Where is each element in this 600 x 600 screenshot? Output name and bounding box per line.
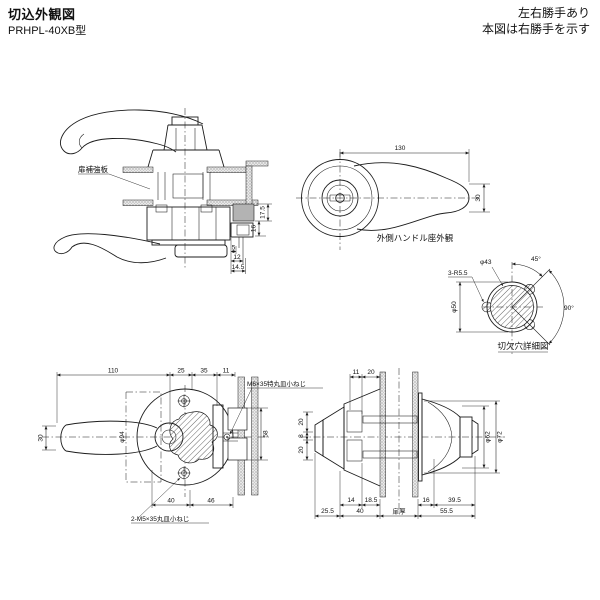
dim-dia72: φ72 xyxy=(497,431,504,443)
dim-dia94: φ94 xyxy=(119,431,126,443)
dim-16-side: 16 xyxy=(422,497,430,504)
dim-17-5: 17.5 xyxy=(260,206,267,219)
handing-notes: 左右勝手あり 本図は右勝手を示す xyxy=(482,6,590,37)
dim-40-side: 40 xyxy=(356,508,364,515)
dim-110: 110 xyxy=(108,368,119,375)
dim-dia43: φ43 xyxy=(480,259,492,266)
dim-20a: 20 xyxy=(298,418,305,426)
outside-handle-label: 外側ハンドル座外観 xyxy=(377,233,454,243)
dim-14-5: 14.5 xyxy=(232,264,245,271)
dim-40: 40 xyxy=(167,498,175,505)
door-reinforcement-plate-label: 扉補強板 xyxy=(78,164,108,174)
dim-12: 12 xyxy=(233,254,241,261)
dim-30-lever: 30 xyxy=(475,194,482,202)
cutout-hole-detail: 45° 90° φ50 φ43 3-R5.5 切欠穴詳細図 xyxy=(448,255,574,355)
dim-39-5: 39.5 xyxy=(448,497,461,504)
dim-46: 46 xyxy=(207,498,215,505)
cutout-detail-label: 切欠穴詳細図 xyxy=(497,341,548,351)
m6-screw-label: M6×35特丸皿小ねじ xyxy=(247,379,306,388)
dim-30-grip: 30 xyxy=(38,434,45,442)
m5-screw-label: 2-M5×35丸皿小ねじ xyxy=(131,514,189,523)
dim-11-side: 11 xyxy=(353,369,360,376)
dim-25: 25 xyxy=(177,368,185,375)
dim-25-5: 25.5 xyxy=(321,508,334,515)
side-section-view: 11 20 20 8 20 φ62 φ72 14 18.5 16 39 xyxy=(298,368,505,519)
dim-14: 14 xyxy=(347,497,355,504)
keyhole-icon xyxy=(335,193,345,203)
dim-20-side: 20 xyxy=(367,369,375,376)
dim-18-5: 18.5 xyxy=(365,497,378,504)
dim-11: 11 xyxy=(223,368,230,375)
drawing-title: 切込外観図 xyxy=(8,7,76,22)
dim-3r5-5: 3-R5.5 xyxy=(448,270,468,277)
dim-55-5: 55.5 xyxy=(440,508,453,515)
inside-top-view: 110 25 35 11 30 φ94 58 40 46 M6×35特丸皿小ねじ xyxy=(38,368,323,524)
dim-130: 130 xyxy=(395,145,406,152)
dim-58: 58 xyxy=(263,430,270,438)
section-view-drawing: 17.5 16 5 12 14.5 扉補強板 xyxy=(53,108,272,274)
dim-20b: 20 xyxy=(298,446,305,454)
dim-dia62: φ62 xyxy=(485,431,492,443)
dim-8: 8 xyxy=(298,434,305,438)
title-block: 切込外観図 PRHPL-40XB型 xyxy=(8,7,86,39)
dim-35: 35 xyxy=(200,368,208,375)
dim-16: 16 xyxy=(251,225,258,233)
model-number: PRHPL-40XB型 xyxy=(8,25,87,38)
dim-90deg: 90° xyxy=(564,304,574,312)
dim-45deg: 45° xyxy=(531,255,541,263)
outside-handle-front-view: 130 30 外側ハンドル座外観 xyxy=(296,145,490,250)
dim-5: 5 xyxy=(232,245,236,252)
handing-note-1: 左右勝手あり xyxy=(517,6,590,20)
dim-dia50: φ50 xyxy=(451,301,458,313)
handing-note-2: 本図は右勝手を示す xyxy=(481,21,590,36)
door-thickness-label: 扉厚 xyxy=(393,507,407,516)
